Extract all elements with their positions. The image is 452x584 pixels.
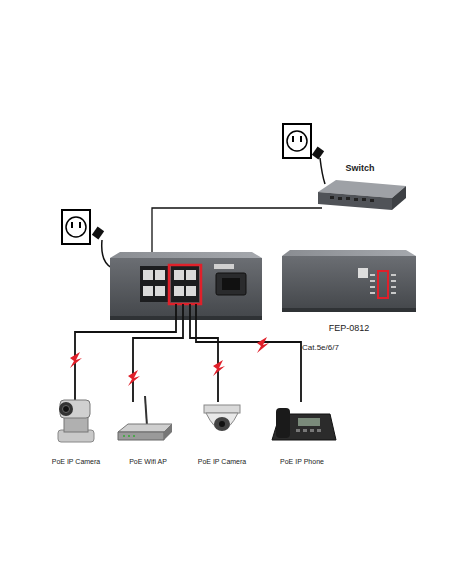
- wifi-access-point: [118, 396, 172, 440]
- end-device: PoE Wifi AP: [112, 394, 184, 466]
- wall-outlet: [283, 124, 325, 184]
- network-switch: [318, 180, 406, 210]
- poe-switch-model: FEP-0812: [282, 250, 416, 334]
- power-lightning: [70, 337, 269, 386]
- poe-cables: [75, 304, 301, 402]
- end-device: PoE IP Phone: [266, 404, 338, 466]
- device-label: PoE IP Camera: [198, 458, 247, 466]
- wall-outlet: [62, 210, 112, 268]
- switch-device: Switch: [330, 164, 390, 214]
- dome-camera: [204, 405, 240, 431]
- ptz-camera: [58, 400, 94, 442]
- device-label: PoE Wifi AP: [129, 458, 167, 466]
- end-device: PoE IP Camera: [40, 396, 112, 466]
- device-label: FEP-0812: [329, 324, 370, 334]
- cable-spec-label: Cat.5e/6/7: [302, 343, 339, 352]
- poe-switch-device: [282, 250, 416, 312]
- device-label: PoE IP Phone: [280, 458, 324, 466]
- device-label: Switch: [345, 164, 374, 174]
- poe-injector-device: [110, 252, 262, 320]
- ip-phone: [272, 408, 336, 440]
- end-device: PoE IP Camera: [186, 400, 258, 466]
- device-label: PoE IP Camera: [52, 458, 101, 466]
